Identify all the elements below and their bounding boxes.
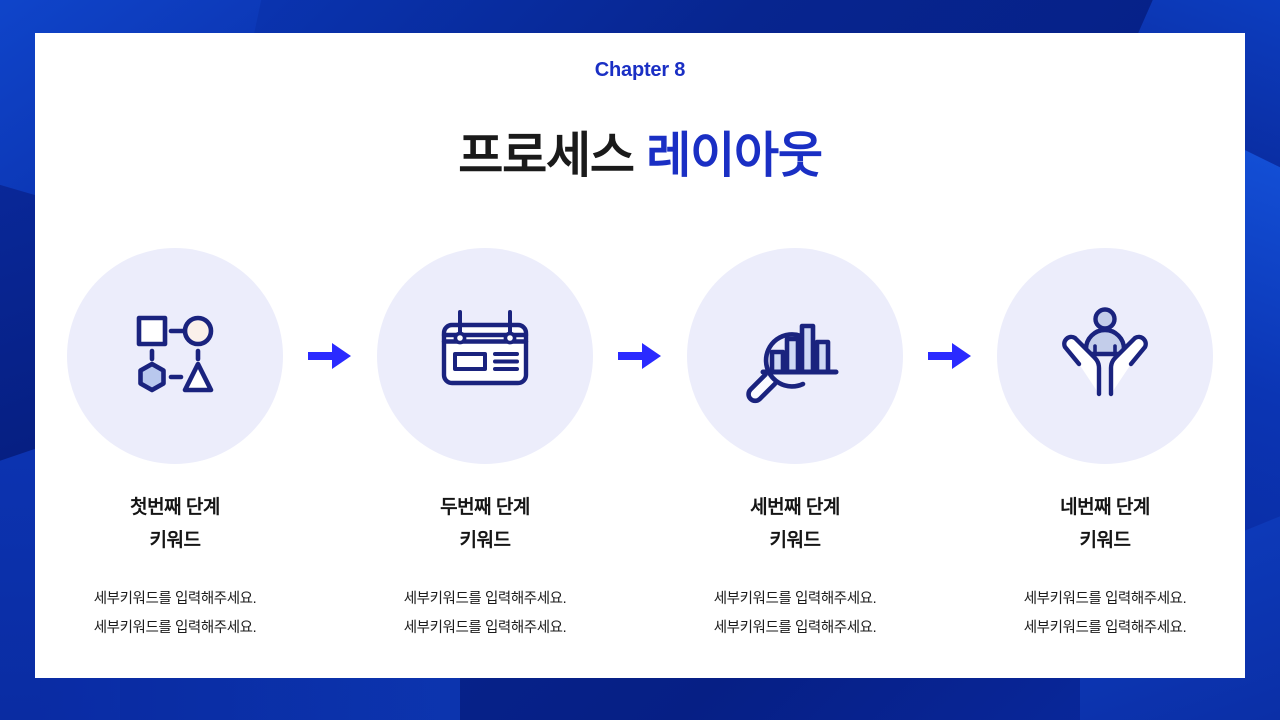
process-steps-row: 첫번째 단계 키워드 세부키워드를 입력해주세요. 세부키워드를 입력해주세요. <box>35 248 1245 642</box>
step-4-circle <box>997 248 1213 464</box>
step-2-icon-area <box>377 248 593 464</box>
step-4-description-line-2: 세부키워드를 입력해주세요. <box>1023 619 1187 636</box>
arrow-right-icon <box>618 341 662 371</box>
slide-card: Chapter 8 프로세스 레이아웃 <box>35 33 1245 678</box>
step-1-description: 세부키워드를 입력해주세요. 세부키워드를 입력해주세요. <box>94 585 257 642</box>
step-3-circle <box>687 248 903 464</box>
hands-person-icon <box>1051 302 1159 411</box>
process-step-4[interactable]: 네번째 단계 키워드 세부키워드를 입력해주세요. 세부키워드를 입력해주세요. <box>980 248 1230 642</box>
process-step-2[interactable]: 두번째 단계 키워드 세부키워드를 입력해주세요. 세부키워드를 입력해주세요. <box>360 248 610 642</box>
step-1-icon-area <box>67 248 283 464</box>
shapes-network-icon <box>123 302 227 411</box>
step-1-circle <box>67 248 283 464</box>
step-1-description-line-2: 세부키워드를 입력해주세요. <box>93 619 257 636</box>
page-title-primary: 프로세스 <box>458 129 647 183</box>
step-2-description: 세부키워드를 입력해주세요. 세부키워드를 입력해주세요. <box>404 585 567 642</box>
step-4-title: 네번째 단계 키워드 <box>1060 497 1150 551</box>
chart-search-icon <box>741 302 849 411</box>
step-3-description-line-1: 세부키워드를 입력해주세요. <box>713 591 877 608</box>
step-4-description-line-1: 세부키워드를 입력해주세요. <box>1023 591 1187 608</box>
page-title: 프로세스 레이아웃 <box>35 116 1245 187</box>
step-2-description-line-2: 세부키워드를 입력해주세요. <box>403 619 567 636</box>
chapter-label: Chapter 8 <box>594 59 686 81</box>
notepad-icon <box>433 302 537 411</box>
arrow-step3-to-step4-wrap <box>920 248 980 464</box>
step-3-description: 세부키워드를 입력해주세요. 세부키워드를 입력해주세요. <box>714 585 877 642</box>
step-3-description-line-2: 세부키워드를 입력해주세요. <box>713 619 877 636</box>
step-3-title: 세번째 단계 키워드 <box>750 497 840 551</box>
page-title-accent: 레이아웃 <box>646 129 823 183</box>
step-1-title: 첫번째 단계 키워드 <box>130 497 220 551</box>
arrow-right-icon <box>308 341 352 371</box>
arrow-step2-to-step3-wrap <box>610 248 670 464</box>
step-4-icon-area <box>997 248 1213 464</box>
arrow-right-icon <box>928 341 972 371</box>
step-2-title: 두번째 단계 키워드 <box>440 497 530 551</box>
step-2-circle <box>377 248 593 464</box>
step-2-description-line-1: 세부키워드를 입력해주세요. <box>403 591 567 608</box>
step-4-description: 세부키워드를 입력해주세요. 세부키워드를 입력해주세요. <box>1024 585 1187 642</box>
process-step-1[interactable]: 첫번째 단계 키워드 세부키워드를 입력해주세요. 세부키워드를 입력해주세요. <box>50 248 300 642</box>
arrow-step1-to-step2-wrap <box>300 248 360 464</box>
process-step-3[interactable]: 세번째 단계 키워드 세부키워드를 입력해주세요. 세부키워드를 입력해주세요. <box>670 248 920 642</box>
step-1-description-line-1: 세부키워드를 입력해주세요. <box>93 591 257 608</box>
step-3-icon-area <box>687 248 903 464</box>
